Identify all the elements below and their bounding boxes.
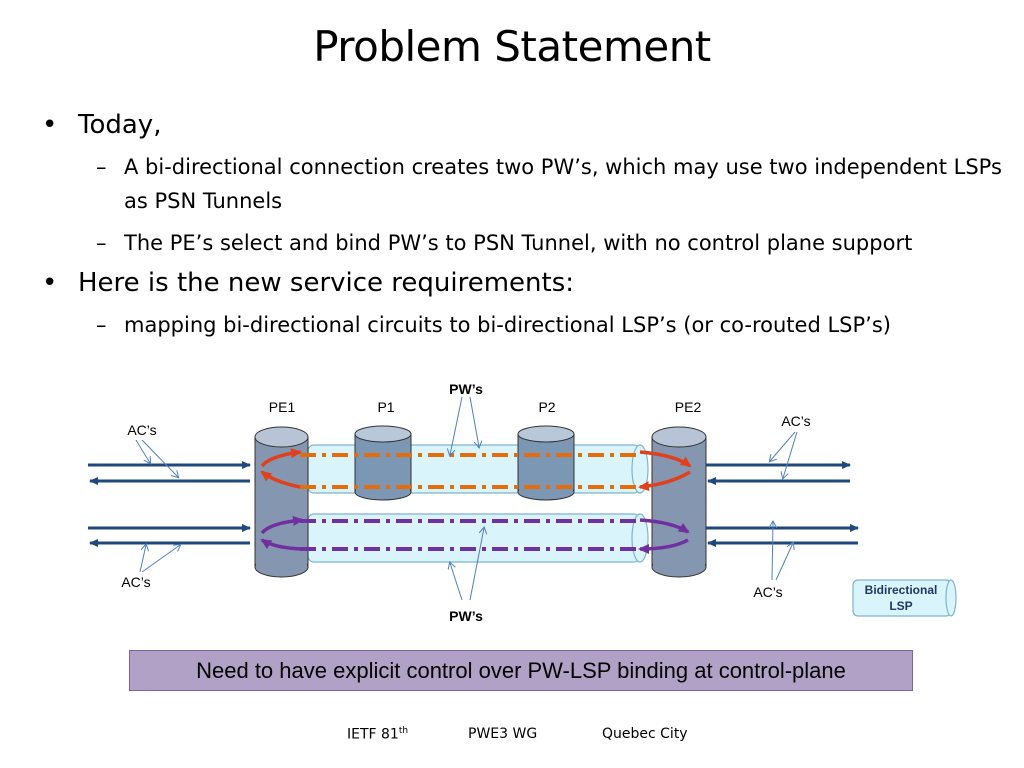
pe2-binding-arrow-purple-out	[639, 518, 690, 534]
pe1-label: PE1	[269, 399, 296, 415]
ac-label-top-right: AC’s	[781, 413, 810, 429]
callout-box: Need to have explicit control over PW-LS…	[129, 650, 913, 691]
sub-bullet-text: mapping bi-directional circuits to bi-di…	[124, 313, 891, 337]
legend-line-1: Bidirectional	[865, 583, 938, 597]
pe1-binding-arrow-purple-in	[260, 538, 303, 551]
pe2-binding-arrow-purple-in	[638, 538, 689, 554]
pe2-binding-arrow-out	[639, 450, 692, 468]
pe2-label: PE2	[675, 399, 702, 415]
legend-line-2: LSP	[889, 599, 912, 613]
ac-label-bottom-left: AC’s	[121, 574, 150, 590]
bullet-list: • Today, – A bi-directional connection c…	[42, 110, 1002, 350]
bullet-requirements: • Here is the new service requirements:	[42, 268, 1002, 298]
footer-location: Quebec City	[602, 726, 688, 742]
ac-label-bottom-right: AC’s	[753, 584, 782, 600]
p2-label: P2	[538, 399, 555, 415]
slide-title: Problem Statement	[313, 22, 711, 71]
pw-label-bottom: PW’s	[449, 608, 483, 624]
pw-label-top: PW’s	[449, 381, 483, 397]
network-diagram: PE1 P1 P2 PE2 PW’s PW’s AC’s AC’s AC’s A…	[88, 381, 957, 624]
sub-bullet-text: A bi-directional connection creates two …	[124, 155, 1002, 213]
pointer-lines	[135, 396, 798, 601]
footer-meeting-text: IETF 81	[347, 726, 399, 743]
dash-icon: –	[96, 313, 107, 337]
bullet-dot-icon: •	[42, 268, 58, 298]
pe2-node	[651, 426, 707, 578]
pe1-binding-arrow-in	[260, 470, 301, 489]
ac-label-top-left: AC’s	[127, 422, 156, 438]
bullet-today: • Today,	[42, 110, 1002, 140]
sub-bullet-text: The PE’s select and bind PW’s to PSN Tun…	[124, 231, 913, 255]
sub-bullet: – A bi-directional connection creates tw…	[42, 150, 1002, 218]
sub-bullet: – The PE’s select and bind PW’s to PSN T…	[42, 226, 1002, 260]
pe2-binding-arrow-in	[638, 470, 691, 492]
bullet-dot-icon: •	[42, 110, 58, 140]
legend-bidirectional-lsp: Bidirectional LSP	[852, 579, 957, 617]
pe1-node	[254, 426, 309, 578]
p2-node	[517, 425, 575, 501]
bullet-text: Here is the new service requirements:	[78, 268, 575, 298]
sub-bullet: – mapping bi-directional circuits to bi-…	[42, 308, 1002, 342]
pe1-binding-arrow-purple-out	[260, 515, 304, 535]
bullet-text: Today,	[78, 110, 162, 140]
p1-label: P1	[377, 399, 394, 415]
dash-icon: –	[96, 155, 107, 179]
footer-meeting-sup: th	[398, 726, 409, 736]
footer-meeting: IETF 81th	[347, 726, 408, 743]
footer-group: PWE3 WG	[468, 726, 538, 742]
pe1-binding-arrow-out	[260, 448, 302, 468]
dash-icon: –	[96, 231, 107, 255]
